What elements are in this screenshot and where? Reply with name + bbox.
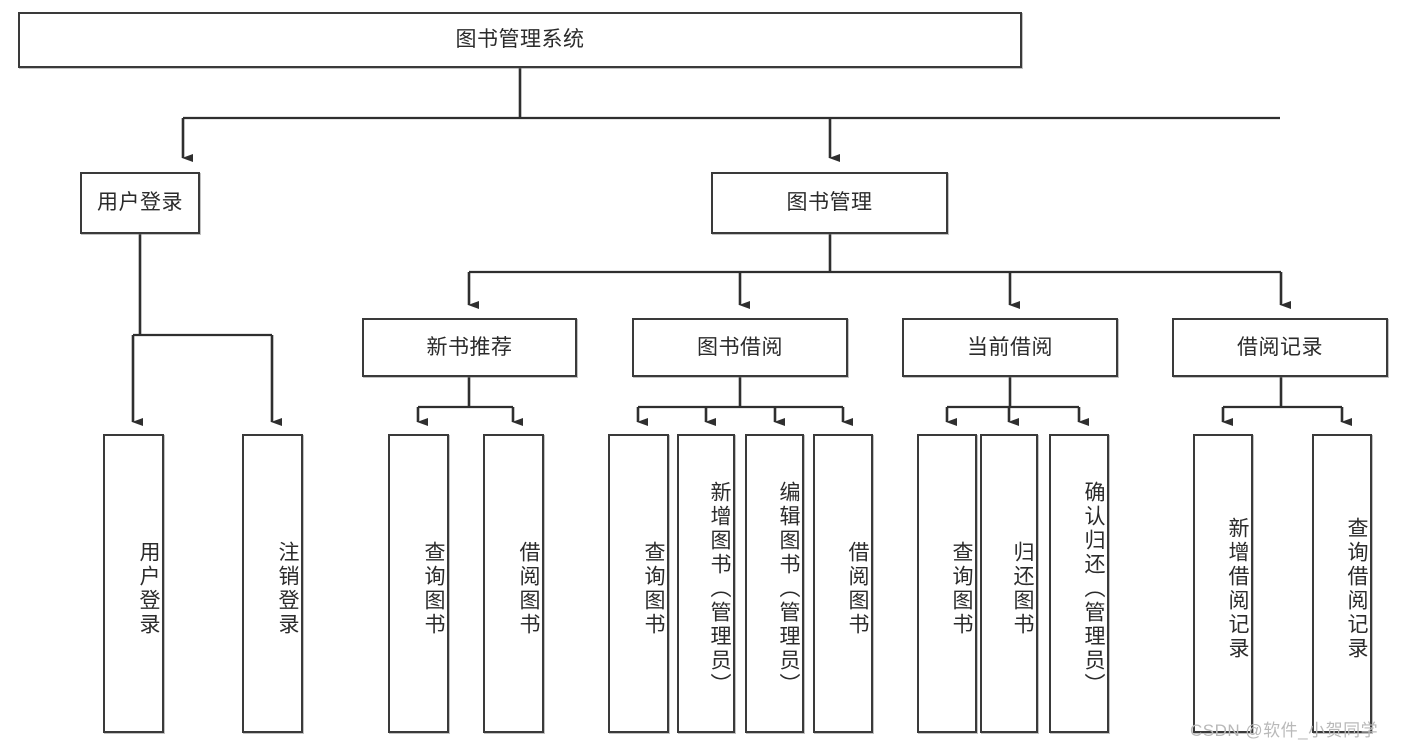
node-label: 当前借阅 bbox=[967, 335, 1053, 359]
node-label: 借阅记录 bbox=[1237, 335, 1323, 359]
node-label: 图书借阅 bbox=[697, 335, 783, 359]
leaf-borrow-book[interactable]: 借阅图书 bbox=[813, 434, 873, 733]
node-label: 借阅图书 bbox=[517, 540, 540, 637]
node-borrow-records[interactable]: 借阅记录 bbox=[1172, 318, 1388, 377]
node-label: 查询图书 bbox=[642, 540, 665, 637]
leaf-return-book[interactable]: 归还图书 bbox=[980, 434, 1038, 733]
leaf-query-book-recommend[interactable]: 查询图书 bbox=[388, 434, 449, 733]
node-label: 确认归还（管理员） bbox=[1082, 480, 1105, 697]
node-label: 新书推荐 bbox=[426, 335, 513, 359]
node-current-borrow[interactable]: 当前借阅 bbox=[902, 318, 1118, 377]
node-label: 新增图书（管理员） bbox=[708, 480, 731, 697]
leaf-confirm-return-admin[interactable]: 确认归还（管理员） bbox=[1049, 434, 1109, 733]
node-label: 编辑图书（管理员） bbox=[777, 480, 800, 697]
node-label: 用户登录 bbox=[137, 540, 160, 637]
leaf-add-book-admin[interactable]: 新增图书（管理员） bbox=[677, 434, 735, 733]
node-label: 归还图书 bbox=[1011, 540, 1034, 637]
node-label: 新增借阅记录 bbox=[1226, 516, 1249, 661]
node-label: 借阅图书 bbox=[846, 540, 869, 637]
leaf-query-book-current[interactable]: 查询图书 bbox=[917, 434, 977, 733]
leaf-user-login[interactable]: 用户登录 bbox=[103, 434, 164, 733]
leaf-query-borrow-record[interactable]: 查询借阅记录 bbox=[1312, 434, 1372, 733]
node-book-management[interactable]: 图书管理 bbox=[711, 172, 948, 234]
node-label: 查询图书 bbox=[422, 540, 445, 637]
leaf-edit-book-admin[interactable]: 编辑图书（管理员） bbox=[745, 434, 804, 733]
node-label: 图书管理 bbox=[786, 191, 873, 215]
node-label: 注销登录 bbox=[276, 540, 299, 637]
leaf-logout[interactable]: 注销登录 bbox=[242, 434, 303, 733]
csdn-watermark: CSDN @软件_小贺同学 bbox=[1190, 721, 1379, 740]
node-book-borrow[interactable]: 图书借阅 bbox=[632, 318, 848, 377]
node-label: 查询图书 bbox=[950, 540, 973, 637]
node-user-login[interactable]: 用户登录 bbox=[80, 172, 200, 234]
node-label: 查询借阅记录 bbox=[1345, 516, 1368, 661]
node-root-system[interactable]: 图书管理系统 bbox=[18, 12, 1022, 68]
leaf-borrow-book-recommend[interactable]: 借阅图书 bbox=[483, 434, 544, 733]
node-new-book-recommend[interactable]: 新书推荐 bbox=[362, 318, 577, 377]
leaf-add-borrow-record[interactable]: 新增借阅记录 bbox=[1193, 434, 1253, 733]
node-label: 图书管理系统 bbox=[455, 28, 585, 52]
leaf-query-book-borrow[interactable]: 查询图书 bbox=[608, 434, 669, 733]
node-label: 用户登录 bbox=[97, 191, 183, 215]
